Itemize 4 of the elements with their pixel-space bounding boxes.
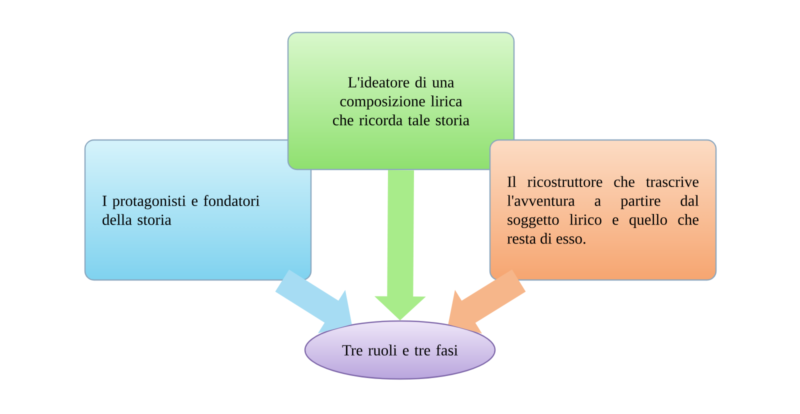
ellipse-node: Tre ruoli e tre fasi — [304, 320, 496, 380]
text-box: L'ideatore di una composizione lirica che ricorda tale storia — [287, 32, 515, 170]
text-box: I protagonisti e fondatori della storia — [84, 139, 312, 281]
text-box: Il ricostruttore che trascrive l'avventura a partire dal soggetto lirico e quello che resta di esso. — [489, 139, 717, 281]
